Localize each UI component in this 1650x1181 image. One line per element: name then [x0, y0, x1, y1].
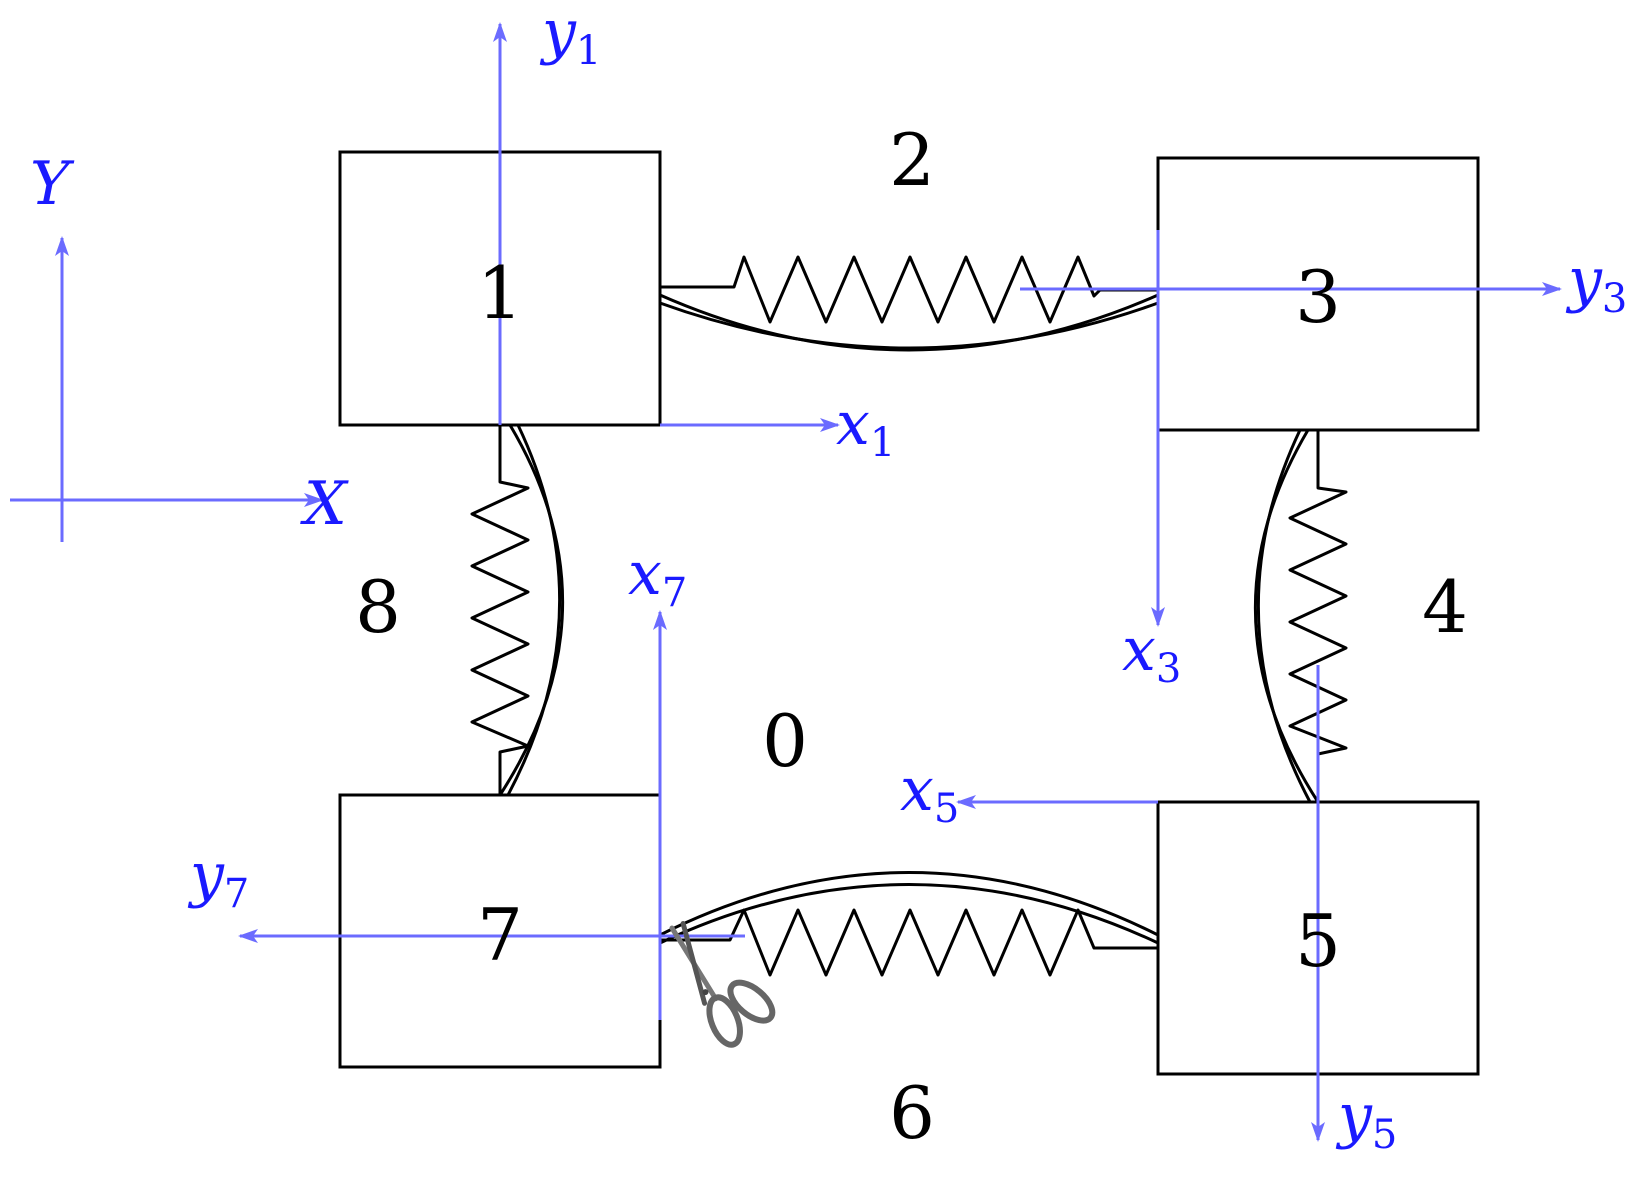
connection-label-8: 8 [355, 565, 401, 649]
block-label-3: 3 [1295, 255, 1341, 339]
block-label-1: 1 [477, 251, 523, 335]
axis-label-global-x: X [300, 469, 349, 539]
spring-8 [470, 425, 530, 795]
spring-2 [660, 255, 1158, 324]
connection-label-2: 2 [889, 118, 935, 202]
scissors-icon [669, 921, 776, 1048]
connection-label-4: 4 [1422, 565, 1468, 649]
link-2-outer [659, 293, 1159, 352]
connection-4 [1253, 429, 1348, 803]
link-2-inner [659, 301, 1159, 350]
block-3 [1156, 156, 1480, 432]
connection-6 [659, 871, 1159, 977]
connection-8 [470, 424, 565, 796]
link-8-inner [506, 424, 562, 796]
center-label-0: 0 [762, 699, 808, 783]
link-6-inner [659, 883, 1159, 945]
block-label-5: 5 [1295, 899, 1341, 983]
axis-label-x3: x3 [1122, 615, 1181, 692]
axis-label-y3: y3 [1565, 245, 1627, 322]
axis-label-x5: x5 [900, 755, 959, 832]
axis-label-y7: y7 [187, 840, 249, 917]
connection-2 [659, 255, 1159, 352]
link-8-outer [498, 424, 565, 796]
link-6-outer [659, 871, 1159, 937]
axis-label-x1: x1 [836, 389, 895, 466]
connection-label-6: 6 [889, 1071, 935, 1155]
axis-label-y5: y5 [1335, 1081, 1397, 1158]
spring-6 [660, 908, 1158, 977]
axis-label-y1: y1 [539, 0, 601, 74]
link-4-outer [1253, 429, 1320, 803]
spring-4 [1288, 430, 1348, 802]
link-4-inner [1256, 429, 1312, 803]
axis-label-x7: x7 [628, 539, 687, 616]
block-7 [338, 793, 662, 1069]
block-label-7: 7 [477, 893, 523, 977]
axis-label-global-y: Y [30, 149, 75, 219]
